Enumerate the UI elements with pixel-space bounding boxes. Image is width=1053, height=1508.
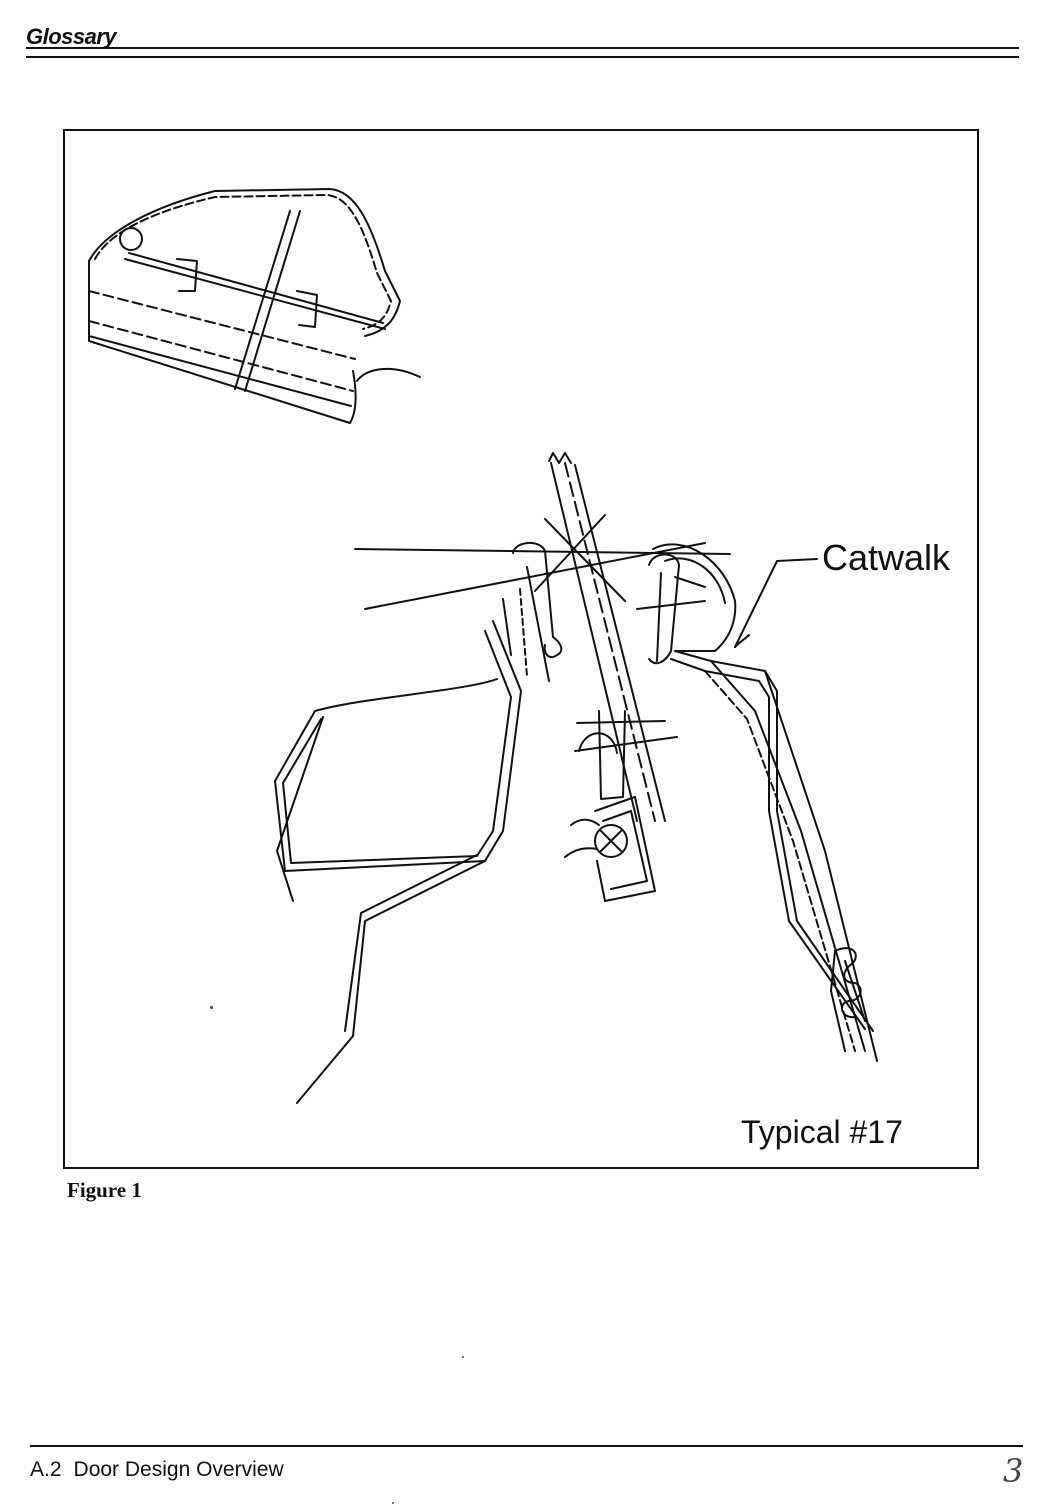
footer-section-title: Door Design Overview (73, 1458, 284, 1481)
page-header-title: Glossary (26, 24, 117, 49)
door-cross-section (274, 452, 878, 1104)
footer-section-heading: A.2 Door Design Overview (30, 1458, 284, 1482)
figure-caption: Figure 1 (67, 1178, 142, 1202)
footer-section-number: A.2 (30, 1458, 62, 1481)
typical-note-label: Typical #17 (741, 1114, 903, 1150)
figure-frame: Catwalk Typical #17 (63, 129, 979, 1169)
page-number: 3 (1003, 1452, 1024, 1490)
header-rule-top (26, 47, 1019, 49)
scan-speck (462, 1356, 464, 1358)
header-rule-bottom (26, 56, 1019, 58)
footer-rule (30, 1445, 1023, 1447)
scan-speck (210, 1006, 213, 1009)
door-section-drawing (88, 188, 878, 1104)
scan-speck (392, 1502, 394, 1504)
car-door-inset-sketch (88, 188, 421, 424)
catwalk-callout-label: Catwalk (822, 537, 951, 578)
